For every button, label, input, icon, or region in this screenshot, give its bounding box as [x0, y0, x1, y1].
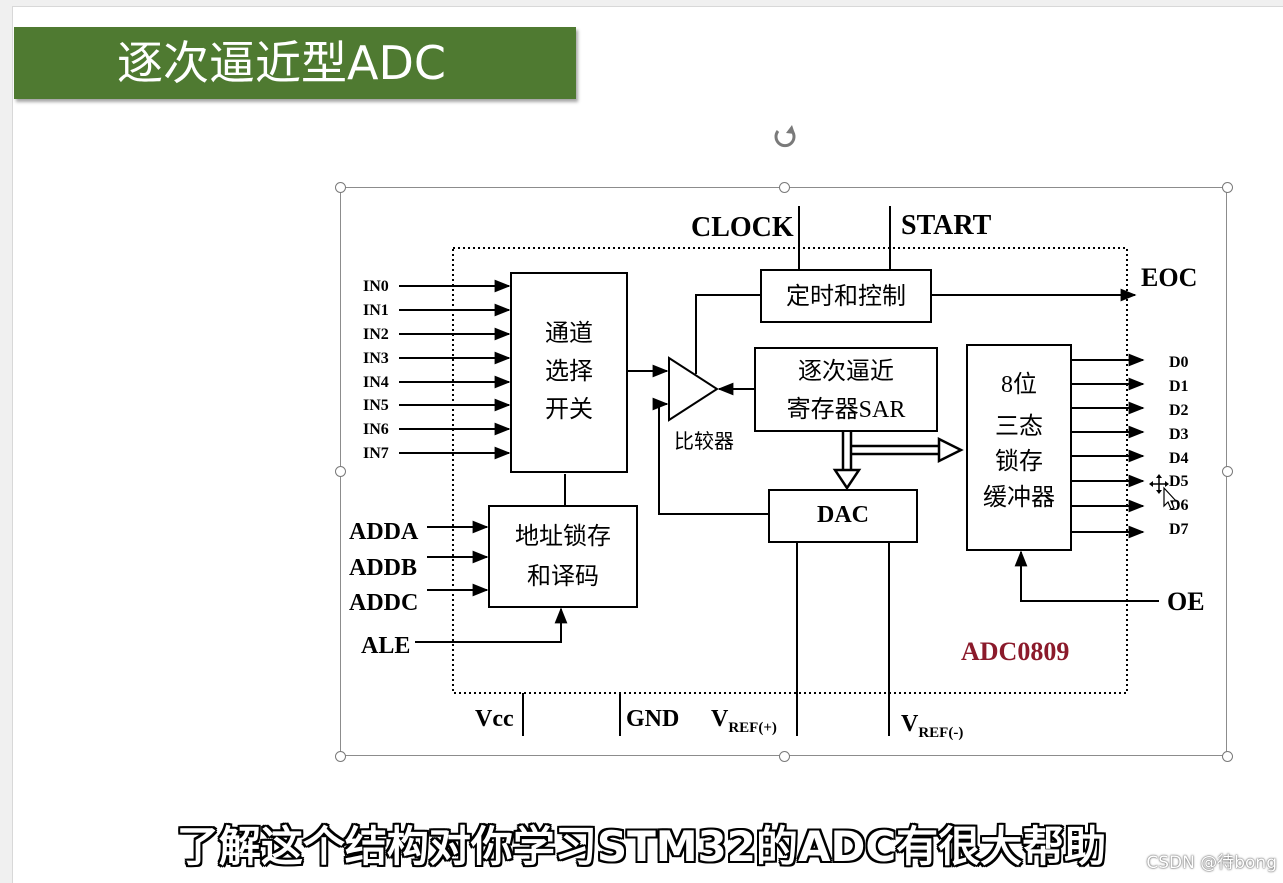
address-input-label: ADDA [349, 519, 419, 545]
vref-minus-sub: REF(-) [918, 725, 963, 741]
input-label: IN2 [363, 326, 389, 343]
mux-label-3: 开关 [545, 396, 593, 423]
digital-outputs: D0 D1 D2 D3 D4 D5 D6 D7 [1071, 353, 1189, 539]
address-input-label: ADDC [349, 590, 418, 616]
resize-handle-bottom-right[interactable] [1222, 751, 1233, 762]
clock-label: CLOCK [691, 212, 794, 243]
analog-inputs: IN0 IN1 IN2 IN3 IN4 IN5 IN6 IN7 [363, 278, 511, 462]
output-label: D5 [1169, 473, 1189, 490]
input-label: IN5 [363, 397, 389, 414]
input-label: IN6 [363, 421, 389, 438]
slide-title[interactable]: 逐次逼近型ADC [14, 27, 576, 99]
input-label: IN4 [363, 374, 389, 391]
sar-to-latch-bus [851, 436, 964, 464]
vref-minus-label: VREF(-) [901, 711, 963, 741]
input-label: IN0 [363, 278, 389, 295]
output-label: D4 [1169, 450, 1189, 467]
chip-name-label: ADC0809 [961, 637, 1069, 666]
dac-block [768, 489, 918, 543]
output-label: D2 [1169, 402, 1189, 419]
rotate-handle-icon[interactable] [768, 122, 802, 156]
output-label: D3 [1169, 426, 1189, 443]
input-label: IN3 [363, 350, 389, 367]
input-label: IN7 [363, 445, 389, 462]
gnd-label: GND [626, 706, 679, 732]
eoc-label: EOC [1141, 263, 1197, 292]
comparator-symbol [668, 356, 719, 422]
oe-label: OE [1167, 587, 1205, 616]
mux-label-1: 通道 [545, 320, 593, 347]
address-latch-label-1: 地址锁存 [515, 523, 611, 550]
resize-handle-top-left[interactable] [335, 182, 346, 193]
output-label: D0 [1169, 354, 1189, 371]
input-label: IN1 [363, 302, 389, 319]
chip-outline [452, 247, 1128, 694]
sar-to-dac-bus [832, 432, 862, 491]
sar-label-2: 寄存器SAR [787, 396, 906, 423]
vref-plus-label: VREF(+) [711, 706, 777, 736]
sar-label-1: 逐次逼近 [798, 358, 894, 385]
resize-handle-bottom[interactable] [779, 751, 790, 762]
latch-buffer-label-4: 缓冲器 [983, 484, 1055, 511]
address-input-label: ADDB [349, 555, 417, 581]
video-subtitle: 了解这个结构对你学习STM32的ADC有很大帮助 [176, 822, 1107, 871]
vref-plus-sub: REF(+) [728, 720, 777, 736]
vref-plus-main: V [711, 706, 729, 732]
output-label: D7 [1169, 521, 1189, 538]
comparator-label: 比较器 [674, 430, 734, 453]
output-label: D1 [1169, 378, 1189, 395]
vcc-label: Vcc [475, 706, 514, 732]
mux-block [510, 272, 628, 473]
move-cursor-icon [1149, 474, 1178, 510]
adc0809-block-diagram: 通道 选择 开关 IN0 IN1 IN2 IN3 IN4 IN5 IN6 IN7… [349, 206, 1205, 741]
sar-block [754, 347, 938, 432]
mux-label-2: 选择 [545, 358, 593, 385]
latch-buffer-label-1: 8位 [1001, 371, 1037, 398]
resize-handle-bottom-left[interactable] [335, 751, 346, 762]
dac-label: DAC [817, 502, 869, 528]
start-label: START [901, 210, 992, 241]
timing-control-label: 定时和控制 [786, 283, 906, 310]
watermark: CSDN @待bong [1146, 853, 1277, 873]
address-latch-label-2: 和译码 [527, 563, 599, 590]
resize-handle-left[interactable] [335, 466, 346, 477]
latch-buffer-label-2: 三态 [995, 413, 1043, 440]
vref-minus-main: V [901, 711, 919, 737]
timing-control-block [760, 269, 932, 323]
latch-buffer-block [966, 344, 1072, 551]
latch-buffer-label-3: 锁存 [995, 448, 1043, 475]
address-latch-block [488, 505, 638, 608]
resize-handle-top[interactable] [779, 182, 790, 193]
resize-handle-top-right[interactable] [1222, 182, 1233, 193]
resize-handle-right[interactable] [1222, 466, 1233, 477]
ale-label: ALE [361, 633, 410, 659]
